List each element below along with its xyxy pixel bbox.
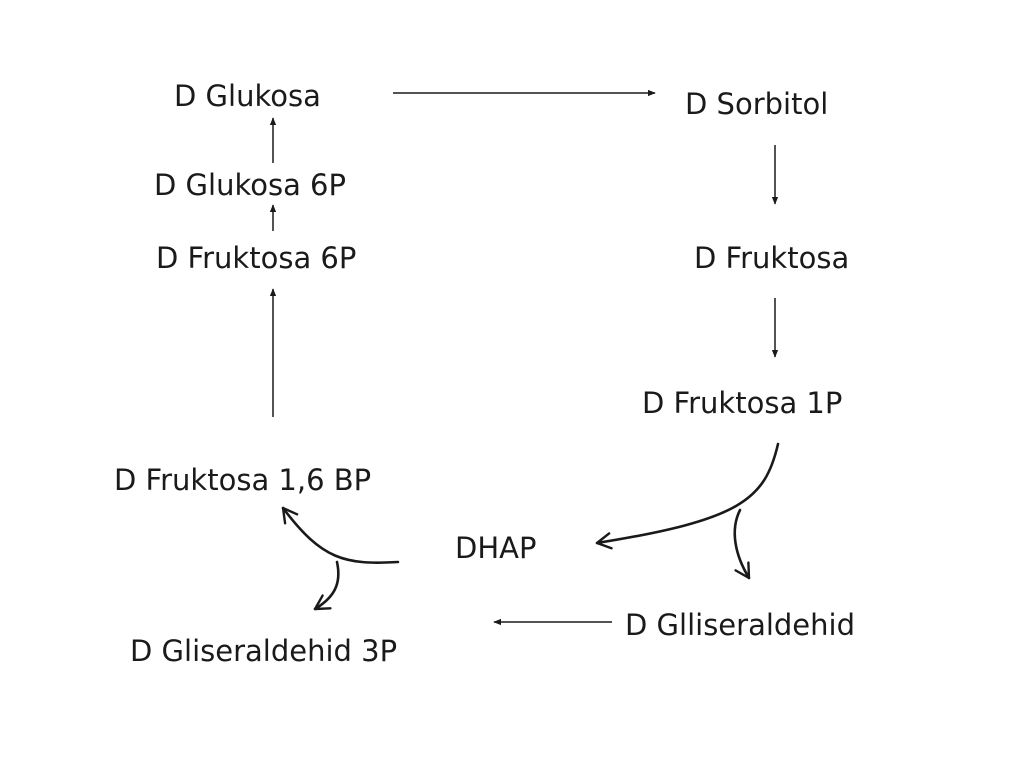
node-d-glliseraldehid: D Glliseraldehid: [625, 608, 855, 642]
curve-fruktosa-1p-to-dhap: [595, 442, 780, 550]
node-d-glukosa: D Glukosa: [174, 79, 321, 113]
node-d-fruktosa-16bp: D Fruktosa 1,6 BP: [114, 463, 371, 497]
node-d-gliseraldehid-3p: D Gliseraldehid 3P: [130, 634, 397, 668]
curve-branch-to-glliseraldehid: [733, 508, 751, 580]
node-d-sorbitol: D Sorbitol: [685, 87, 828, 121]
node-d-fruktosa: D Fruktosa: [694, 241, 849, 275]
node-d-fruktosa-6p: D Fruktosa 6P: [156, 241, 356, 275]
curve-to-fruktosa-16bp: [281, 506, 400, 564]
curve-branch-to-gliseraldehid-3p: [313, 560, 340, 611]
node-dhap: DHAP: [455, 531, 536, 565]
node-d-fruktosa-1p: D Fruktosa 1P: [642, 386, 842, 420]
node-d-glukosa-6p: D Glukosa 6P: [154, 168, 346, 202]
